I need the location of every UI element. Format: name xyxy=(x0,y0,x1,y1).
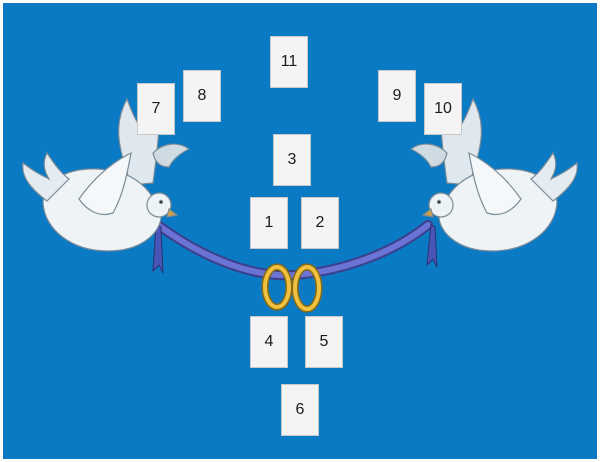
card-11[interactable]: 11 xyxy=(270,36,308,88)
card-10[interactable]: 10 xyxy=(424,83,462,135)
card-5[interactable]: 5 xyxy=(305,316,343,368)
card-2[interactable]: 2 xyxy=(301,197,339,249)
spread-canvas: 7 8 11 9 10 3 1 2 4 5 6 xyxy=(3,3,597,459)
card-8[interactable]: 8 xyxy=(183,70,221,122)
card-6[interactable]: 6 xyxy=(281,384,319,436)
card-3[interactable]: 3 xyxy=(273,134,311,186)
card-9[interactable]: 9 xyxy=(378,70,416,122)
ribbon-icon xyxy=(153,225,437,275)
card-7[interactable]: 7 xyxy=(137,83,175,135)
card-1[interactable]: 1 xyxy=(250,197,288,249)
card-4[interactable]: 4 xyxy=(250,316,288,368)
